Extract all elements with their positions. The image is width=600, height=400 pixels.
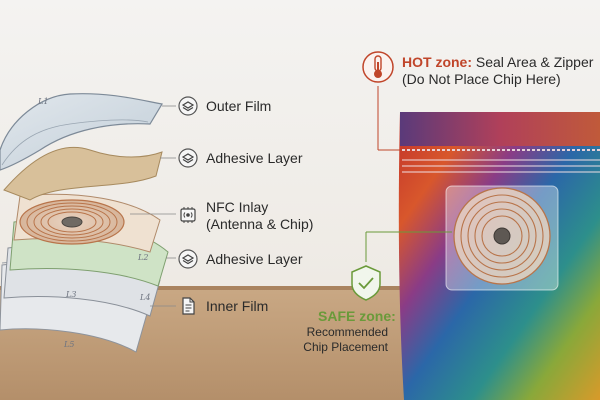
safe-zone-title: SAFE zone:	[318, 308, 396, 324]
layers-icon	[178, 96, 198, 116]
table-edge	[0, 286, 600, 290]
layers-icon	[178, 148, 198, 168]
layer-tag-l2: L2	[137, 253, 148, 262]
layer-tag-l4: L4	[139, 293, 150, 302]
pouch-top-band	[400, 112, 600, 146]
label-nfc-inlay-sub: (Antenna & Chip)	[206, 216, 314, 232]
safe-zone-connector	[365, 231, 452, 262]
layer-tag-l5: L5	[63, 340, 74, 349]
nfc-coil	[19, 199, 125, 245]
label-inner-film: Inner Film	[206, 298, 269, 314]
layer-adhesive-top	[3, 146, 163, 201]
layer-tag-l1: L1	[37, 97, 48, 106]
hot-zone-accent: HOT zone:	[402, 54, 472, 70]
hot-zone-title: HOT zone: Seal Area & Zipper	[402, 54, 593, 71]
layer-tag-l3: L3	[65, 290, 76, 299]
label-adhesive-layer-2: Adhesive Layer	[206, 251, 303, 267]
label-outer-film: Outer Film	[206, 98, 272, 114]
hot-zone-connector	[377, 86, 402, 151]
thermometer-icon	[362, 51, 394, 83]
document-icon	[178, 296, 198, 316]
hot-zone-text: Seal Area & Zipper	[472, 54, 594, 70]
layer-l1	[0, 93, 163, 171]
hot-zone-subtitle: (Do Not Place Chip Here)	[402, 71, 561, 87]
layer-leaders	[130, 105, 176, 307]
label-adhesive-layer-1: Adhesive Layer	[206, 150, 303, 166]
pouch-coil	[453, 187, 551, 285]
nfc-chip-icon	[178, 205, 198, 225]
shield-check-icon	[351, 265, 381, 301]
label-nfc-inlay: NFC Inlay	[206, 199, 269, 215]
safe-zone-line1: Recommended	[306, 325, 388, 339]
pouch	[398, 112, 600, 400]
layers-icon	[178, 249, 198, 269]
safe-zone-line2: Chip Placement	[303, 340, 388, 354]
